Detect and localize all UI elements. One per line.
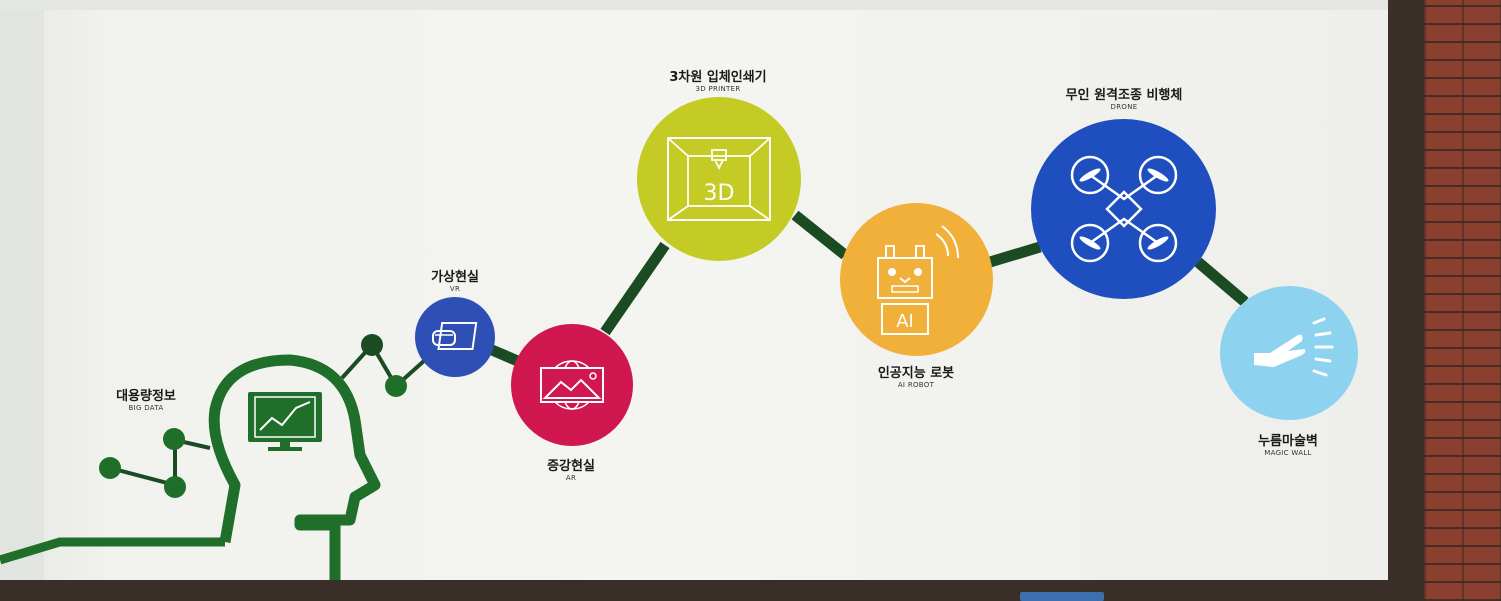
station-circle-robot[interactable]: AI (840, 203, 993, 356)
station-subtitle-bigdata: BIG DATA (128, 404, 164, 412)
connector (988, 241, 1042, 268)
network-lines-2 (340, 341, 427, 390)
station-title-ar: 증강현실 (547, 459, 595, 474)
dark-column (1388, 0, 1426, 601)
ground-line (0, 537, 225, 565)
station-circle-vr[interactable] (415, 297, 495, 377)
station-subtitle-printer: 3D PRINTER (695, 85, 741, 93)
station-subtitle-drone: DRONE (1110, 103, 1138, 111)
node (385, 375, 407, 397)
floor-object (1020, 592, 1104, 601)
monitor-chart-icon (248, 392, 322, 451)
station-circle-printer[interactable]: 3D (637, 97, 801, 261)
station-title-drone: 무인 원격조종 비행체 (1065, 88, 1183, 103)
node (163, 428, 185, 450)
network-lines (109, 437, 211, 488)
connector (600, 241, 670, 336)
station-title-bigdata: 대용량정보 (116, 389, 176, 404)
drone-icon (1070, 155, 1177, 263)
station-title-vr: 가상현실 (431, 270, 479, 285)
station-circle-ar[interactable] (511, 324, 633, 446)
node (164, 476, 186, 498)
station-title-robot: 인공지능 로봇 (877, 366, 955, 381)
station-subtitle-robot: AI ROBOT (897, 381, 935, 389)
station-subtitle-ar: AR (565, 474, 577, 482)
touch-hand-icon (1254, 317, 1334, 377)
node (99, 457, 121, 479)
station-subtitle-magicwall: MAGIC WALL (1264, 449, 1312, 457)
vr-headset-icon (432, 322, 478, 350)
node (361, 334, 383, 356)
image-globe-icon (540, 360, 604, 410)
station-subtitle-vr: VR (449, 285, 461, 293)
station-circle-magicwall[interactable] (1220, 286, 1358, 420)
head-silhouette (208, 354, 381, 580)
station-title-printer: 3차원 입체인쇄기 (669, 70, 767, 85)
connector (1194, 257, 1249, 307)
side-wall (0, 10, 44, 582)
connector (791, 210, 849, 260)
3d-label: 3D (704, 181, 735, 206)
brick-wall (1424, 0, 1501, 601)
ai-label: AI (896, 311, 914, 332)
3d-printer-icon: 3D (667, 137, 771, 221)
station-title-magicwall: 누름마술벽 (1258, 434, 1318, 449)
station-circle-drone[interactable] (1031, 119, 1216, 299)
robot-icon: AI (876, 224, 959, 335)
